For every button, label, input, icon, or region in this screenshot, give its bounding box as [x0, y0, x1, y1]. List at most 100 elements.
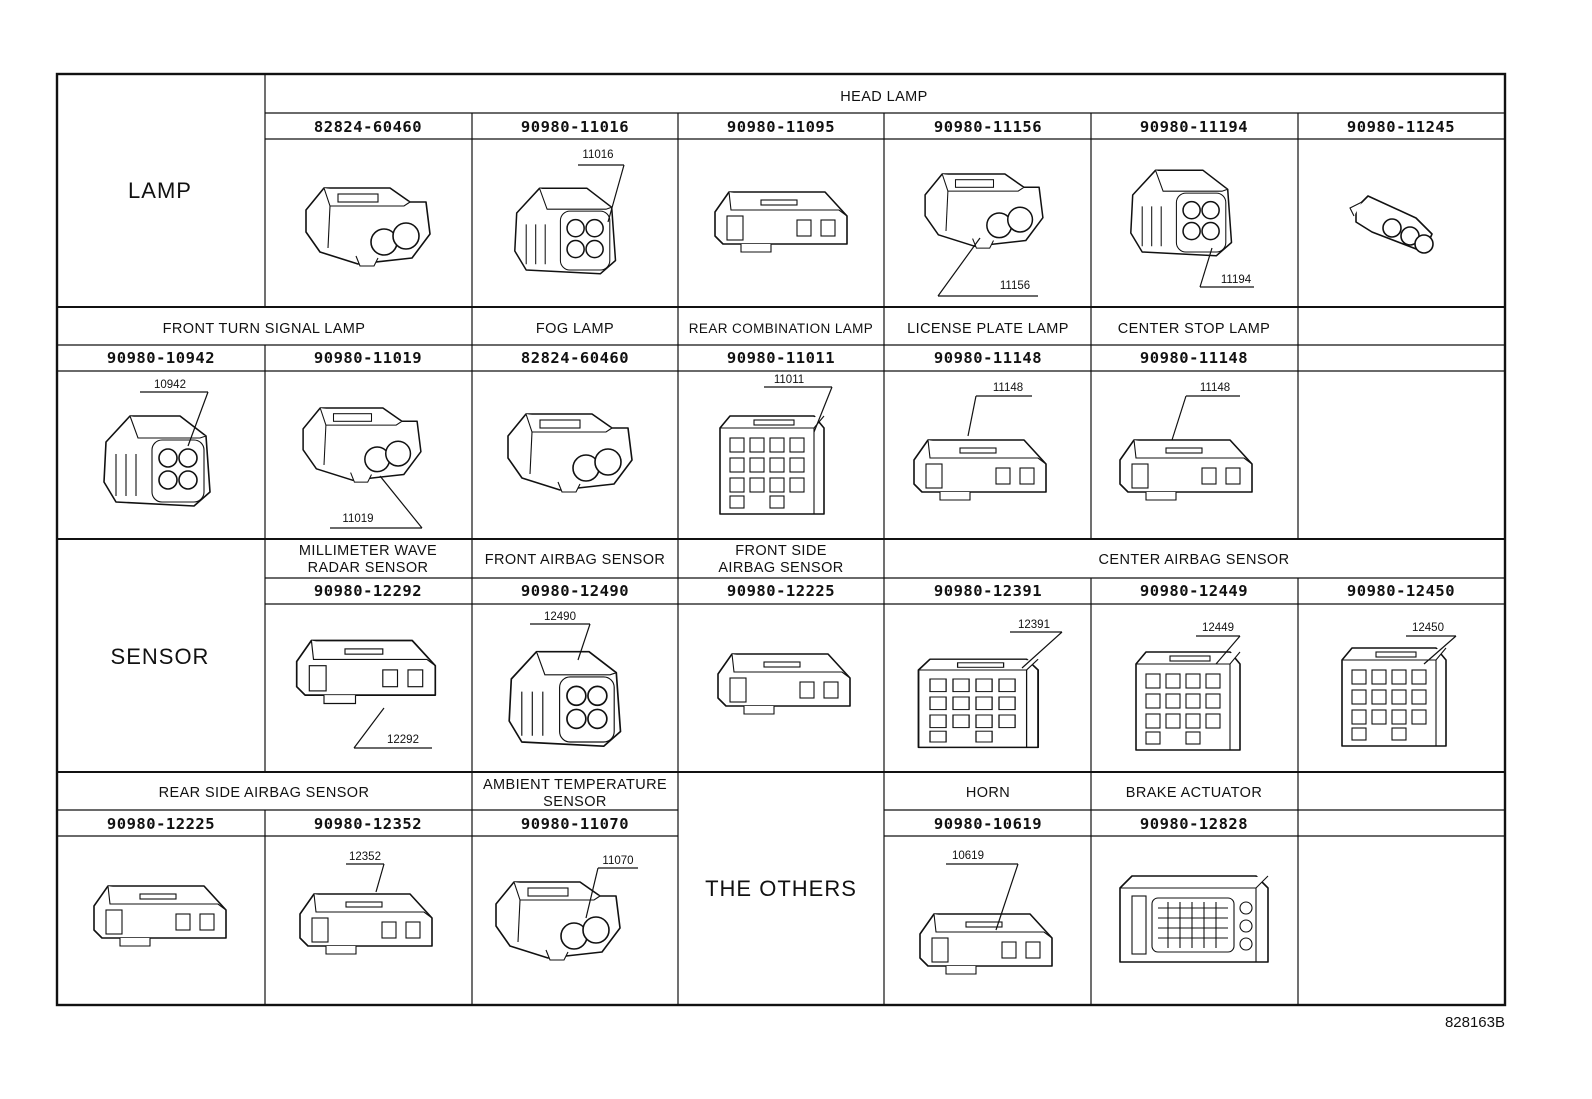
- callout-leader: [1199, 247, 1213, 288]
- callout-label: 12391: [1018, 619, 1050, 631]
- row4-part-numbers: 90980-12225 90980-12352 90980-11070 9098…: [107, 815, 1248, 833]
- row1-part-numbers: 82824-60460 90980-11016 90980-11095 9098…: [314, 118, 1455, 136]
- part-number: 90980-12391: [934, 582, 1042, 600]
- connector-drawing: [913, 439, 1047, 501]
- callout-label: 12292: [387, 734, 419, 746]
- row3-part-numbers: 90980-12292 90980-12490 90980-12225 9098…: [314, 582, 1455, 600]
- callout-label: 12352: [349, 851, 381, 863]
- group-label: REAR SIDE AIRBAG SENSOR: [159, 785, 370, 801]
- part-number: 82824-60460: [521, 349, 629, 367]
- part-number: 90980-12450: [1347, 582, 1455, 600]
- callout-leader: [813, 386, 833, 433]
- group-label: SENSOR: [543, 794, 607, 810]
- part-number: 90980-11194: [1140, 118, 1248, 136]
- connector-drawing: [295, 639, 437, 705]
- category-others: THE OTHERS: [705, 876, 857, 901]
- group-label: LICENSE PLATE LAMP: [907, 321, 1069, 337]
- connector-drawing: [1341, 647, 1447, 747]
- callout-leader: [585, 867, 599, 919]
- part-number: 90980-12490: [521, 582, 629, 600]
- part-number: 90980-12225: [727, 582, 835, 600]
- group-label: AMBIENT TEMPERATURE: [483, 777, 667, 793]
- callout-leader: [937, 237, 981, 297]
- part-number: 90980-12292: [314, 582, 422, 600]
- connector-drawing: [93, 885, 227, 947]
- connector-drawing: [495, 881, 621, 961]
- callout-leader: [379, 475, 423, 529]
- callout-label: 12449: [1202, 622, 1234, 634]
- callout-label: 11019: [342, 513, 373, 525]
- callout-label: 11016: [582, 149, 613, 161]
- callout-label: 11156: [1000, 280, 1030, 292]
- part-number: 90980-11095: [727, 118, 835, 136]
- callout-leader: [607, 164, 625, 223]
- drawing-id: 828163B: [1445, 1014, 1505, 1031]
- callout-leader: [1021, 631, 1063, 669]
- category-lamp: LAMP: [128, 178, 192, 203]
- part-number: 90980-12352: [314, 815, 422, 833]
- connector-drawing: [719, 415, 825, 515]
- group-label: MILLIMETER WAVE: [299, 543, 437, 559]
- group-label: BRAKE ACTUATOR: [1126, 785, 1262, 801]
- connector-drawing: [919, 913, 1053, 975]
- part-number: 90980-11148: [934, 349, 1042, 367]
- group-label: REAR COMBINATION LAMP: [689, 321, 873, 336]
- callout-label: 11194: [1221, 274, 1252, 286]
- connector-drawing: [924, 173, 1044, 249]
- part-number: 90980-11070: [521, 815, 629, 833]
- connector-drawing: [917, 658, 1040, 749]
- callout-label: 11148: [993, 382, 1023, 394]
- connector-drawing: [717, 653, 851, 715]
- category-sensor: SENSOR: [111, 644, 210, 669]
- connector-drawing: [1349, 195, 1434, 254]
- part-number: 90980-11011: [727, 349, 835, 367]
- part-number: 90980-11245: [1347, 118, 1455, 136]
- part-number: 90980-10942: [107, 349, 215, 367]
- group-head-lamp: HEAD LAMP: [840, 89, 927, 105]
- part-number: 90980-11156: [934, 118, 1042, 136]
- group-label: AIRBAG SENSOR: [718, 560, 843, 576]
- connector-drawing: [299, 893, 433, 955]
- group-label: FOG LAMP: [536, 321, 614, 337]
- group-label: RADAR SENSOR: [308, 560, 429, 576]
- part-number: 90980-12828: [1140, 815, 1248, 833]
- callout-leader: [1171, 395, 1187, 441]
- connector-drawing: [507, 413, 633, 493]
- connector-drawing: [508, 650, 622, 748]
- part-number: 90980-12225: [107, 815, 215, 833]
- part-number: 90980-10619: [934, 815, 1042, 833]
- part-number: 82824-60460: [314, 118, 422, 136]
- callout-leader: [375, 863, 385, 893]
- callout-leader: [577, 623, 591, 661]
- connector-drawing: [1119, 439, 1253, 501]
- callout-label: 12450: [1412, 622, 1444, 634]
- callout-leader: [995, 863, 1019, 931]
- connector-drawing: [305, 187, 431, 267]
- callout-label: 10942: [154, 379, 186, 391]
- connector-drawing: [302, 407, 422, 483]
- connector-drawing: [1135, 651, 1241, 751]
- callout-label: 10619: [952, 850, 984, 862]
- row2-part-numbers: 90980-10942 90980-11019 82824-60460 9098…: [107, 349, 1248, 367]
- group-label: FRONT SIDE: [735, 543, 827, 559]
- row2-group-labels: FRONT TURN SIGNAL LAMP FOG LAMP REAR COM…: [163, 321, 1271, 337]
- connector-drawing: [1119, 875, 1269, 963]
- callout-label: 11148: [1200, 382, 1230, 394]
- callout-leader: [1215, 635, 1241, 665]
- group-label: CENTER STOP LAMP: [1118, 321, 1271, 337]
- table-grid: [55, 72, 1507, 1007]
- group-label: FRONT AIRBAG SENSOR: [485, 552, 666, 568]
- group-label: CENTER AIRBAG SENSOR: [1099, 552, 1290, 568]
- row3-group-labels: MILLIMETER WAVE RADAR SENSOR FRONT AIRBA…: [299, 543, 1290, 576]
- row4-group-labels: REAR SIDE AIRBAG SENSOR AMBIENT TEMPERAT…: [159, 777, 1262, 810]
- part-number: 90980-11016: [521, 118, 629, 136]
- callout-leader: [967, 395, 977, 437]
- group-label: HORN: [966, 785, 1010, 801]
- callout-leader: [353, 707, 385, 749]
- connector-drawing: [514, 187, 617, 275]
- callout-leader: [1423, 635, 1457, 665]
- group-label: FRONT TURN SIGNAL LAMP: [163, 321, 366, 337]
- callout-label: 11070: [602, 855, 633, 867]
- connector-drawing: [1130, 169, 1233, 257]
